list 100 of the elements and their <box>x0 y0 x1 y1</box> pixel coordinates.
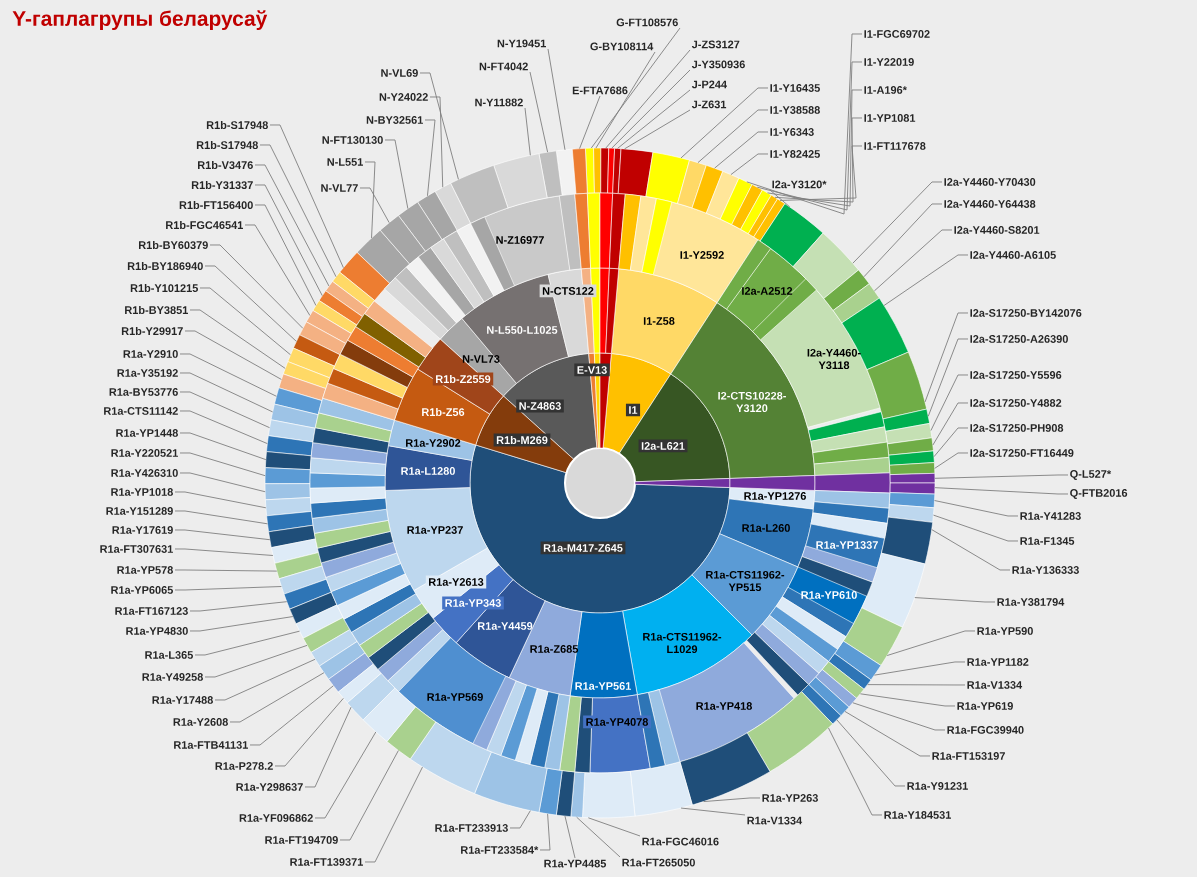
haplogroup-label: R1a-Y49258 <box>142 673 203 681</box>
segment-label: R1a-CTS11962-L1029 <box>643 632 722 654</box>
haplogroup-label: I2a-Y4460-Y70430 <box>944 178 1036 186</box>
ring-segment <box>387 629 451 692</box>
ring-segment <box>266 511 314 533</box>
haplogroup-label: R1b-FGC46541 <box>166 220 243 229</box>
ring-segment <box>289 591 338 625</box>
leader-line <box>314 731 377 819</box>
leader-line <box>836 719 906 787</box>
ring-segment <box>828 653 872 690</box>
haplogroup-label: G-FT108576 <box>616 18 678 27</box>
haplogroup-label: I1-Y6343 <box>770 128 814 136</box>
ring-segment <box>266 435 314 457</box>
haplogroup-label: R1a-FT265050 <box>622 858 695 867</box>
ring-segment <box>311 508 389 534</box>
haplogroup-label: I2a-S17250-FT16449 <box>970 449 1074 457</box>
leader-line <box>209 244 304 329</box>
leader-line <box>174 586 282 591</box>
leader-line <box>179 452 266 477</box>
ring-segment <box>887 437 934 456</box>
ring-segment <box>887 504 935 523</box>
ring-segment <box>706 171 740 220</box>
ring-segment <box>265 451 312 470</box>
ring-segment <box>797 556 873 597</box>
haplogroup-label: R1a-Y17488 <box>152 696 213 704</box>
haplogroup-label: Q-FTB2016 <box>1070 489 1128 499</box>
haplogroup-label: I1-Y16435 <box>770 84 820 92</box>
haplogroup-label: R1a-CTS11142 <box>104 407 178 415</box>
haplogroup-label: R1a-Y2910 <box>123 350 178 358</box>
ring-segment <box>379 215 426 265</box>
leader-line <box>254 164 330 287</box>
segment-label: R1a-YP610 <box>801 591 857 599</box>
haplogroup-label: R1a-YP1448 <box>116 429 178 437</box>
haplogroup-label: N-BY32561 <box>366 116 423 124</box>
haplogroup-label: R1a-FTB41131 <box>174 741 248 749</box>
segment-label: I1-Z58 <box>643 317 675 325</box>
ring-segment <box>634 478 731 488</box>
ring-segment <box>310 629 358 667</box>
leader-line <box>429 96 444 188</box>
ring-segment <box>677 159 707 209</box>
haplogroup-label: R1a-FT307631 <box>100 545 173 553</box>
leader-line <box>179 410 268 445</box>
haplogroup-label: R1a-YP6065 <box>111 586 173 594</box>
segment-label: R1b-Z56 <box>422 407 465 416</box>
haplogroup-label: J-ZS3127 <box>691 40 740 49</box>
segment-label: R1a-YP561 <box>575 682 631 690</box>
leader-line <box>924 312 969 403</box>
leader-line <box>339 750 399 841</box>
haplogroup-label: R1a-Y426310 <box>111 469 178 477</box>
leader-line <box>364 161 376 239</box>
ring-segment <box>808 676 850 716</box>
ring-segment <box>302 617 351 653</box>
haplogroup-label: R1a-FT167123 <box>115 607 188 615</box>
haplogroup-label: R1a-FT139371 <box>290 858 363 866</box>
haplogroup-label: R1a-YP578 <box>117 566 173 574</box>
haplogroup-label: R1b-Y101215 <box>130 283 198 292</box>
haplogroup-label: R1a-Y35192 <box>117 369 178 377</box>
haplogroup-label: J-Z631 <box>691 100 727 109</box>
haplogroup-label: R1a-V1334 <box>747 816 803 825</box>
ring-segment <box>355 313 426 368</box>
segment-label: R1a-YP418 <box>696 702 752 710</box>
ring-segment <box>648 689 681 766</box>
ring-segment <box>801 684 842 725</box>
leader-line <box>624 109 691 150</box>
haplogroup-label: R1a-Y298637 <box>236 783 303 791</box>
ring-segment <box>645 151 690 204</box>
leader-line <box>174 529 271 541</box>
leader-line <box>852 181 943 264</box>
leader-line <box>756 61 863 211</box>
ring-segment <box>881 516 933 565</box>
leader-line <box>590 27 681 149</box>
leader-line <box>697 109 769 164</box>
leader-line <box>930 374 969 432</box>
leader-line <box>714 131 769 169</box>
haplogroup-label: R1a-YP4485 <box>544 859 607 868</box>
ring-segment <box>339 339 414 388</box>
ring-segment <box>571 148 588 195</box>
haplogroup-label: R1a-F1345 <box>1020 537 1075 545</box>
haplogroup-label: I1-Y22019 <box>864 58 914 66</box>
ring-segment <box>832 283 880 324</box>
ring-segment <box>434 182 471 231</box>
ring-segment <box>314 520 391 549</box>
leader-line <box>587 817 641 837</box>
leader-line <box>611 69 691 149</box>
ring-segment <box>605 267 620 354</box>
ring-segment <box>430 238 485 309</box>
ring-segment <box>299 321 347 356</box>
haplogroup-label: R1a-FGC39940 <box>947 726 1024 734</box>
ring-segment <box>813 490 891 509</box>
haplogroup-label: R1b-BY3851 <box>125 305 188 314</box>
ring-segment <box>559 193 582 271</box>
ring-segment <box>322 382 399 421</box>
haplogroup-label: R1a-Y184531 <box>884 811 951 819</box>
leader-line <box>189 309 286 369</box>
leader-line <box>774 117 863 203</box>
ring-segment <box>759 203 824 267</box>
haplogroup-label: I1-A196* <box>864 86 907 94</box>
leader-line <box>595 51 656 149</box>
haplogroup-label: I2a-Y4460-A6105 <box>970 251 1056 259</box>
ring-segment <box>398 201 443 252</box>
